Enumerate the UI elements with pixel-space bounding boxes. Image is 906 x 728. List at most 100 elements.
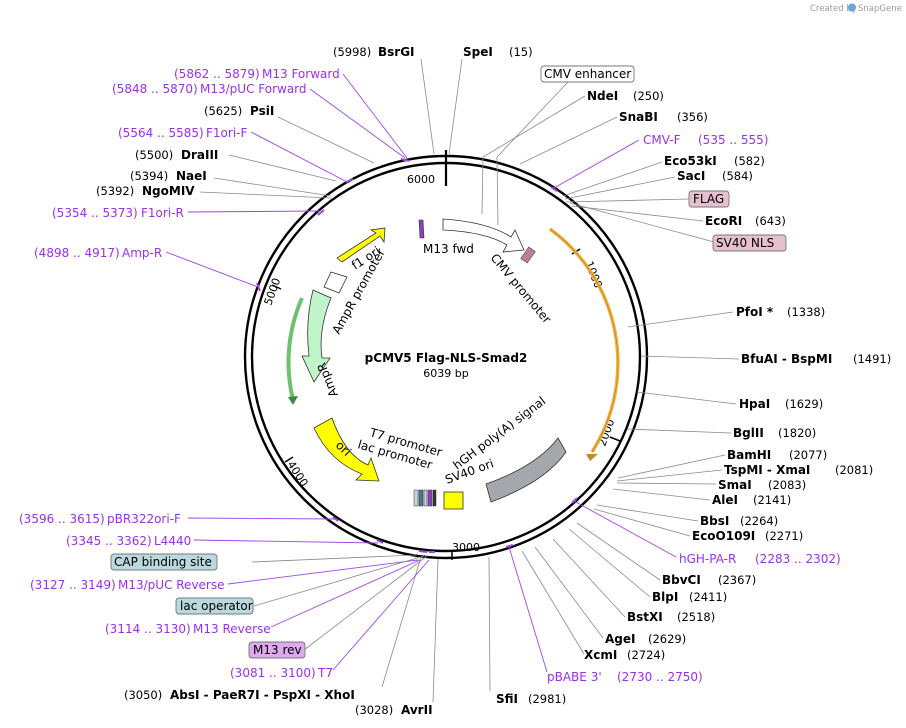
leader-avrii [432, 558, 439, 703]
leader-draiii [228, 154, 337, 182]
primer-mark-f1ori-f [345, 178, 354, 183]
primer-name-m13-puc-reverse: M13/pUC Reverse [118, 578, 225, 592]
feature-box-lac-operator [175, 597, 254, 615]
primer-name-amp-r: Amp-R [122, 246, 162, 260]
leader-amp-r [165, 251, 259, 288]
lac-operator-feature [423, 489, 428, 507]
site-name-naei: NaeI [176, 169, 207, 183]
ampr-outer-arrowhead [288, 396, 298, 405]
site-pos-sfii: (2981) [528, 692, 566, 706]
orf-arrowhead [586, 454, 598, 461]
leader-bfuai [640, 355, 740, 360]
site-pos-blpi: (2411) [689, 590, 727, 604]
leader-flag [565, 198, 690, 203]
primer-range-pbr322ori-f: (3596 .. 3615) [19, 512, 105, 526]
primer-range-l4440: (3345 .. 3362) [66, 534, 152, 548]
site-name-bsrgi: BsrGI [378, 45, 415, 59]
site-name-ndei: NdeI [587, 89, 618, 103]
site-pos-bsrgi: (5998) [333, 45, 371, 59]
tick-label-6000: 6000 [407, 173, 435, 186]
leader-naei [213, 177, 332, 197]
sites-left: (5998) BsrGI (5625) PsiI (5500) DraIII (… [96, 45, 415, 198]
leader-psii [277, 116, 375, 164]
tick-mark-4000 [284, 456, 294, 463]
primer-name-hgh-pa-r: hGH-PA-R [679, 552, 736, 566]
site-pos-bfuai-bspmi: (1491) [853, 352, 891, 366]
leader-cap-binding-site [251, 554, 417, 563]
site-name-bglii: BglII [733, 426, 764, 440]
leader-t7 [332, 559, 430, 671]
primer-name-pbabe3: pBABE 3' [547, 670, 602, 684]
leader-m13-rev [303, 555, 428, 651]
leader-xhoi [381, 556, 422, 688]
primer-mark-m13-reverse [418, 550, 428, 553]
primer-leaders [165, 73, 715, 673]
site-name-bbsi: BbsI [700, 514, 729, 528]
leader-ecori [571, 205, 704, 222]
site-name-bbvci: BbvCI [662, 573, 701, 587]
lac-promoter-feature [418, 489, 424, 507]
primer-name-f1ori-r: F1ori-R [141, 206, 184, 220]
site-pos-bstxi: (2518) [677, 610, 715, 624]
feature-box-cmv-enhancer [540, 65, 635, 83]
site-pos-ngomiv: (5392) [96, 184, 134, 198]
site-name-bstxi: BstXI [627, 610, 663, 624]
leader-m13-forward [342, 73, 408, 159]
tick-mark-2000 [609, 436, 621, 442]
primer-range-m13-forward: (5862 .. 5879) [174, 67, 260, 81]
site-name-eco0109i: EcoO109I [692, 529, 755, 543]
primer-mark-hgh-pa-r [571, 497, 578, 504]
primer-range-hgh-pa-r: (2283 .. 2302) [755, 552, 841, 566]
site-pos-ecori: (643) [755, 214, 786, 228]
leader-bamhi [617, 454, 726, 479]
feature-box-sv40-nls [712, 234, 787, 252]
leader-hgh-pa-r [573, 500, 677, 558]
leader-saci [564, 176, 676, 200]
primer-name-l4440: L4440 [154, 534, 191, 548]
site-pos-hpai: (1629) [785, 397, 823, 411]
site-pos-alei: (2141) [753, 493, 791, 507]
site-pos-naei: (5394) [130, 169, 168, 183]
feature-box-m13-rev [248, 641, 306, 659]
site-name-sfii: SfiI [496, 692, 518, 706]
primer-range-f1ori-f: (5564 .. 5585) [118, 126, 204, 140]
site-pos-smai: (2083) [768, 478, 806, 492]
leader-bsrgi [420, 58, 435, 155]
primer-name-t7: T7 [317, 666, 333, 680]
leader-cmv-f [553, 139, 640, 189]
tick-mark-5000 [271, 284, 282, 290]
tick-label-3000: 3000 [452, 541, 480, 554]
ampr-feature [301, 289, 332, 383]
site-name-xhoi: AbsI - PaeR7I - PspXI - XhoI [170, 688, 355, 702]
site-pos-xhoi: (3050) [124, 688, 162, 702]
primer-range-m13-puc-forward: (5848 .. 5870) [112, 82, 198, 96]
plasmid-size: 6039 bp [423, 367, 468, 380]
leader-pfoi [627, 311, 734, 328]
site-name-spei: SpeI [463, 45, 493, 59]
site-name-blpi: BlpI [652, 590, 678, 604]
site-name-snabi: SnaBI [619, 110, 658, 124]
site-pos-psii: (5625) [204, 104, 242, 118]
primer-mark-m13-fwd [400, 158, 410, 162]
site-name-saci: SacI [677, 169, 705, 183]
site-pos-pfoi: (1338) [787, 305, 825, 319]
site-name-xcmi: XcmI [584, 648, 617, 662]
leader-ndei [481, 95, 586, 215]
primer-name-m13-forward: M13 Forward [262, 67, 340, 81]
leader-m13-puc-reverse [227, 559, 419, 585]
leader-pbabe3 [508, 546, 548, 673]
primer-name-f1ori-f: F1ori-F [206, 126, 247, 140]
leader-tspmi [616, 469, 723, 482]
leader-snabi [519, 116, 618, 165]
primer-range-cmv-f: (535 .. 555) [698, 133, 768, 147]
feature-label-cap-binding-site: CAP binding site [114, 555, 212, 569]
site-pos-agei: (2629) [648, 632, 686, 646]
site-name-agei: AgeI [605, 632, 635, 646]
site-pos-bbsi: (2264) [740, 514, 778, 528]
ampr-promoter-feature [323, 271, 348, 294]
primers-left: (5862 .. 5879) M13 Forward (5848 .. 5870… [19, 67, 340, 680]
leader-xcmi [521, 550, 585, 655]
primer-range-m13-puc-reverse: (3127 .. 3149) [30, 578, 116, 592]
leader-blpi [568, 528, 651, 598]
site-pos-spei: (15) [509, 45, 533, 59]
